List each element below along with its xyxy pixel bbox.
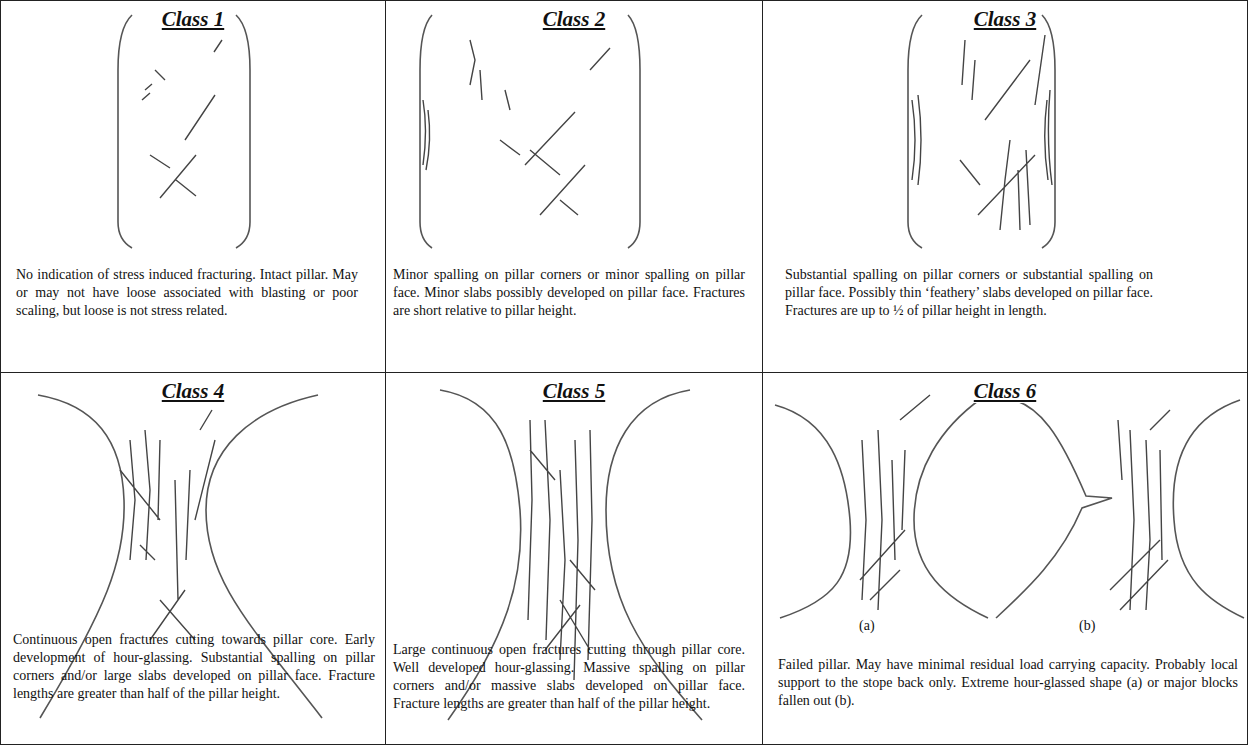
class-title-row: Class 6 bbox=[763, 379, 1247, 404]
class-title: Class 6 bbox=[971, 379, 1039, 403]
class-panel: Class 6 Failed pillar. May have minimal r… bbox=[762, 372, 1248, 745]
class-description: Failed pillar. May have minimal residual… bbox=[778, 656, 1238, 710]
class-panel: Class 1 No indication of stress induced f… bbox=[0, 0, 386, 373]
class-description: No indication of stress induced fracturi… bbox=[16, 266, 358, 320]
class-title: Class 5 bbox=[540, 379, 608, 403]
class-panel: Class 4 Continuous open fractures cutting… bbox=[0, 372, 386, 745]
class-title: Class 2 bbox=[540, 7, 608, 31]
class-title: Class 4 bbox=[159, 379, 227, 403]
sub-label: (b) bbox=[1078, 618, 1096, 634]
class-description: Continuous open fractures cutting toward… bbox=[13, 631, 375, 703]
class-title: Class 1 bbox=[159, 7, 227, 31]
class-title: Class 3 bbox=[971, 7, 1039, 31]
class-panel: Class 5 Large continuous open fractures c… bbox=[385, 372, 763, 745]
class-title-row: Class 3 bbox=[763, 7, 1247, 32]
sub-label: (a) bbox=[858, 618, 876, 634]
class-title-row: Class 1 bbox=[1, 7, 385, 32]
fracture-lines bbox=[120, 35, 1170, 680]
class-description: Large continuous open fractures cutting … bbox=[393, 641, 745, 713]
class-title-row: Class 4 bbox=[1, 379, 385, 404]
class-description: Minor spalling on pillar corners or mino… bbox=[393, 266, 745, 320]
class-title-row: Class 2 bbox=[386, 7, 762, 32]
class-description: Substantial spalling on pillar corners o… bbox=[785, 266, 1153, 320]
class-title-row: Class 5 bbox=[386, 379, 762, 404]
class-panel: Class 3 Substantial spalling on pillar co… bbox=[762, 0, 1248, 373]
pillar-outlines bbox=[38, 15, 1244, 720]
class-panel: Class 2 Minor spalling on pillar corners … bbox=[385, 0, 763, 373]
